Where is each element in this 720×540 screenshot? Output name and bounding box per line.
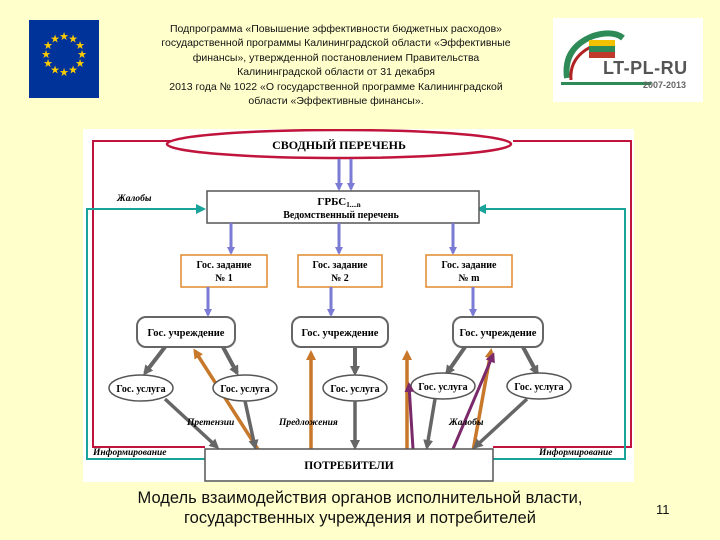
summary-list-label: СВОДНЫЙ ПЕРЕЧЕНЬ (272, 138, 406, 152)
task-m-line2: № m (459, 273, 481, 284)
header-line: 2013 года № 1022 «О государственной прог… (169, 80, 503, 93)
header-line: государственной программы Калининградско… (161, 37, 511, 50)
consumers-label: ПОТРЕБИТЕЛИ (304, 460, 394, 472)
svg-text:★: ★ (43, 40, 53, 52)
svg-text:★: ★ (59, 67, 69, 79)
header-line: финансы», утвержденной постановлением Пр… (192, 51, 480, 64)
grbs-title: ГРБС1....n (317, 196, 360, 209)
service-ellipse-5 (506, 372, 572, 400)
svg-text:★: ★ (41, 49, 51, 61)
svg-text:★: ★ (59, 31, 69, 43)
logo-years: 2007-2013 (643, 80, 687, 90)
task-1-line1: Гос. задание (197, 260, 253, 271)
svg-text:★: ★ (43, 58, 53, 70)
complaints-left-label: Жалобы (116, 193, 152, 204)
service-2-label: Гос. услуга (220, 384, 269, 395)
institution-1-label: Гос. учреждение (148, 328, 225, 339)
header-line: Калининградской области от 31 декабря (237, 66, 435, 79)
grbs-subtitle: Ведомственный перечень (283, 210, 399, 221)
claims-label: Претензии (186, 418, 234, 428)
header-line: области «Эффективные финансы». (248, 95, 424, 108)
institution-2-label: Гос. учреждение (302, 328, 379, 339)
svg-text:★: ★ (75, 58, 85, 70)
page-number: 11 (656, 502, 670, 517)
inform-right-label: Информирование (538, 447, 613, 458)
service-ellipse-1 (108, 374, 174, 402)
service-1-label: Гос. услуга (116, 384, 165, 395)
service-4-label: Гос. услуга (418, 382, 467, 393)
caption-line-1: Модель взаимодействия органов исполнител… (137, 489, 583, 507)
inform-left-label: Информирование (92, 447, 167, 458)
task-box-2 (297, 254, 383, 288)
slide-caption: Модель взаимодействия органов исполнител… (60, 488, 660, 528)
svg-text:★: ★ (77, 49, 87, 61)
logo-name: LT-PL-RU (603, 58, 688, 78)
caption-line-2: государственных учреждения и потребителе… (184, 509, 536, 527)
consumers-box (204, 448, 494, 482)
task-box-m (425, 254, 513, 288)
task-2-line2: № 2 (331, 273, 349, 284)
svg-text:★: ★ (75, 40, 85, 52)
program-header: Подпрограмма «Повышение эффективности бю… (122, 22, 550, 108)
lt-pl-ru-logo: LT-PL-RU 2007-2013 (553, 18, 703, 102)
task-box-1 (180, 254, 268, 288)
service-5-label: Гос. услуга (514, 382, 563, 393)
summary-list-ellipse (165, 128, 513, 160)
task-1-line2: № 1 (215, 273, 233, 284)
grbs-box (206, 190, 480, 224)
institution-m-label: Гос. учреждение (460, 328, 537, 339)
svg-text:★: ★ (68, 65, 78, 77)
service-3-label: Гос. услуга (330, 384, 379, 395)
svg-text:★: ★ (68, 34, 78, 46)
institution-box-2 (291, 316, 389, 348)
proposals-label: Предложения (278, 417, 338, 428)
institution-box-1 (136, 316, 236, 348)
header-line: Подпрограмма «Повышение эффективности бю… (170, 23, 502, 35)
svg-text:★: ★ (50, 34, 60, 46)
task-m-line1: Гос. задание (442, 260, 498, 271)
task-2-line1: Гос. задание (313, 260, 369, 271)
svg-text:★: ★ (50, 65, 60, 77)
eu-flag-logo: ★ ★ ★ ★ ★ ★ ★ ★ ★ ★ ★ ★ (29, 20, 99, 98)
interaction-diagram: СВОДНЫЙ ПЕРЕЧЕНЬ ГРБС1....n Ведомственны… (83, 128, 634, 482)
institution-box-m (452, 316, 544, 348)
complaints-bottom-label: Жалобы (448, 417, 484, 428)
